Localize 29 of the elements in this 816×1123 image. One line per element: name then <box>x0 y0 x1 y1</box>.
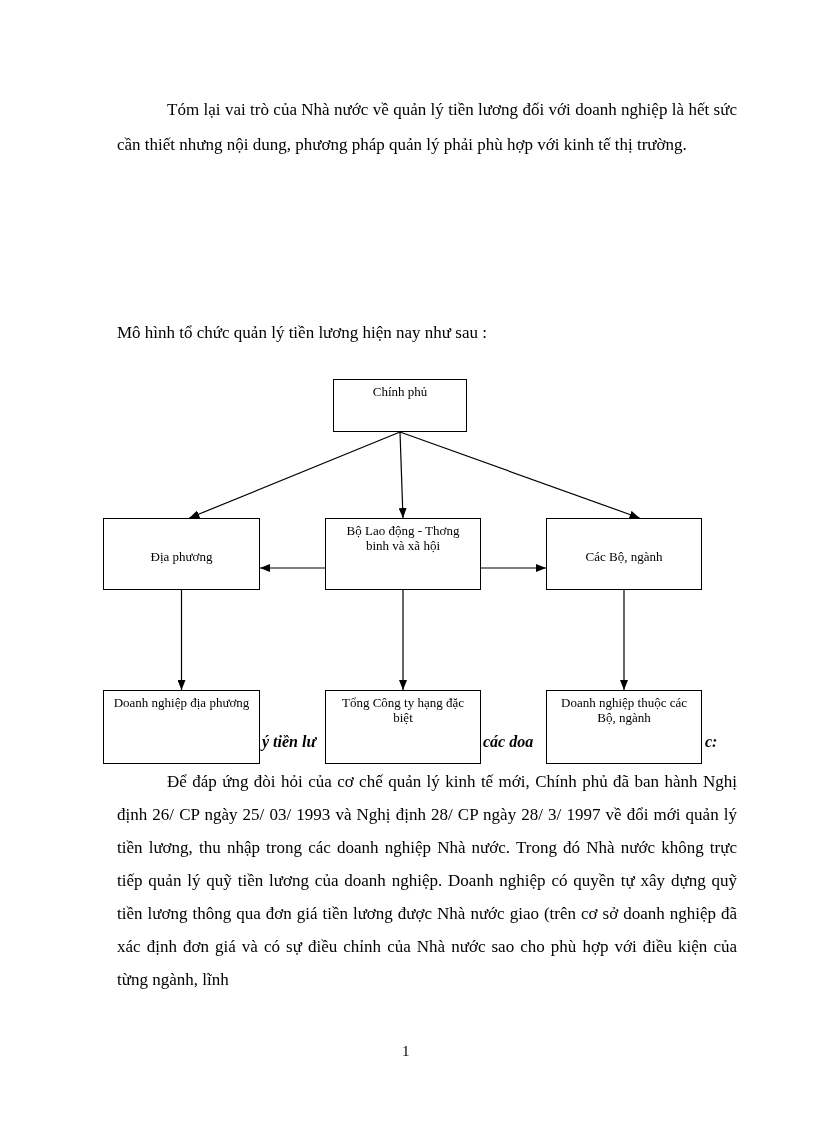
org-box <box>103 518 260 590</box>
arrow <box>399 589 407 691</box>
org-box <box>325 690 481 764</box>
org-box <box>103 690 260 764</box>
page-number: 1 <box>402 1042 410 1061</box>
arrow <box>480 564 547 572</box>
box-label: Chính phủ <box>372 384 428 399</box>
org-box <box>333 379 467 432</box>
paragraph: Để đáp ứng đòi hỏi của cơ chế quản lý kinh tế mới, Chính phủ đã ban hành Nghị định 26/ CP ngày 25/ 03/ 1993 và Nghị định 28/ CP ngày 28/ 3/ 1997 về đổi mới quản lý tiền lương, thu nhập trong các doanh nghiệp Nhà nước. Trong đó Nhà nước không trực tiếp quản lý quỹ tiền lương của doanh nghiệp. Doanh nghiệp có quyền tự xây dựng quỹ tiền lương thông qua đơn giá tiền lương được Nhà nước giao (trên cơ sở doanh nghiệp đã xác định đơn giá và có sự điều chỉnh của Nhà nước sao cho phù hợp với điều kiện của từng ngành, lĩnh <box>117 771 737 991</box>
heading-fragment: c: <box>705 732 718 752</box>
arrow <box>259 564 326 572</box>
org-box <box>325 518 481 590</box>
box-label: Các Bộ, ngành <box>585 548 663 564</box>
box-label: Doanh nghiệp địa phương <box>113 695 250 710</box>
arrow <box>188 431 401 519</box>
org-box <box>546 690 702 764</box>
arrow <box>620 589 628 691</box>
box-label: Doanh nghiệp thuộc các Bộ, ngành <box>560 695 688 725</box>
box-label: Bộ Lao động - Thơng binh và xã hội <box>345 523 461 553</box>
intro-text: Mô hình tổ chức quản lý tiền lương hiện nay như sau : <box>117 322 487 344</box>
heading-fragment: các doa <box>483 732 534 752</box>
org-box <box>546 518 702 590</box>
paragraph: Tóm lại vai trò của Nhà nước về quản lý tiền lương đối với doanh nghiệp là hết sức cần thiết nhưng nội dung, phương pháp quản lý phải phù hợp với kinh tế thị trường. <box>117 99 737 156</box>
arrow <box>399 431 641 519</box>
arrow <box>177 589 186 691</box>
box-label: Tổng Công ty hạng đặc biệt <box>340 695 465 725</box>
arrow <box>398 431 407 519</box>
heading-fragment: ý tiền lư <box>262 732 317 753</box>
box-label: Địa phương <box>150 548 213 564</box>
